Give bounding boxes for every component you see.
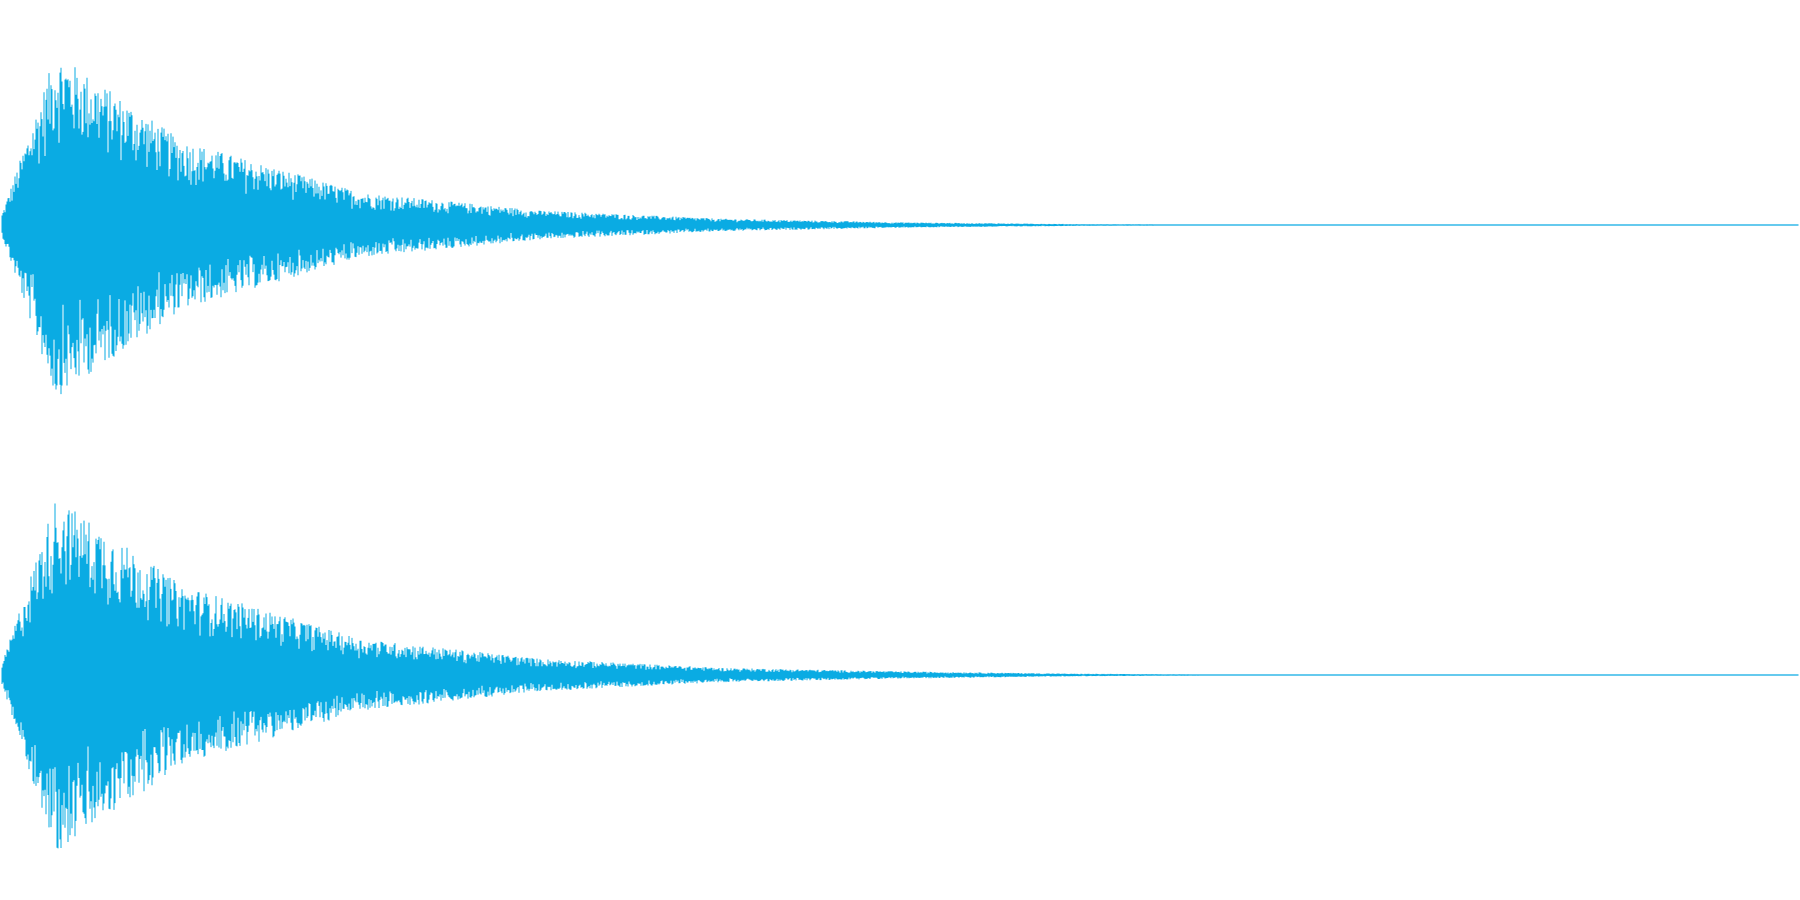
channel-2-waveform: [1, 503, 1799, 849]
waveform-samples: [1, 503, 1799, 849]
waveform-samples: [1, 67, 1799, 395]
channel-1-waveform: [1, 67, 1799, 395]
